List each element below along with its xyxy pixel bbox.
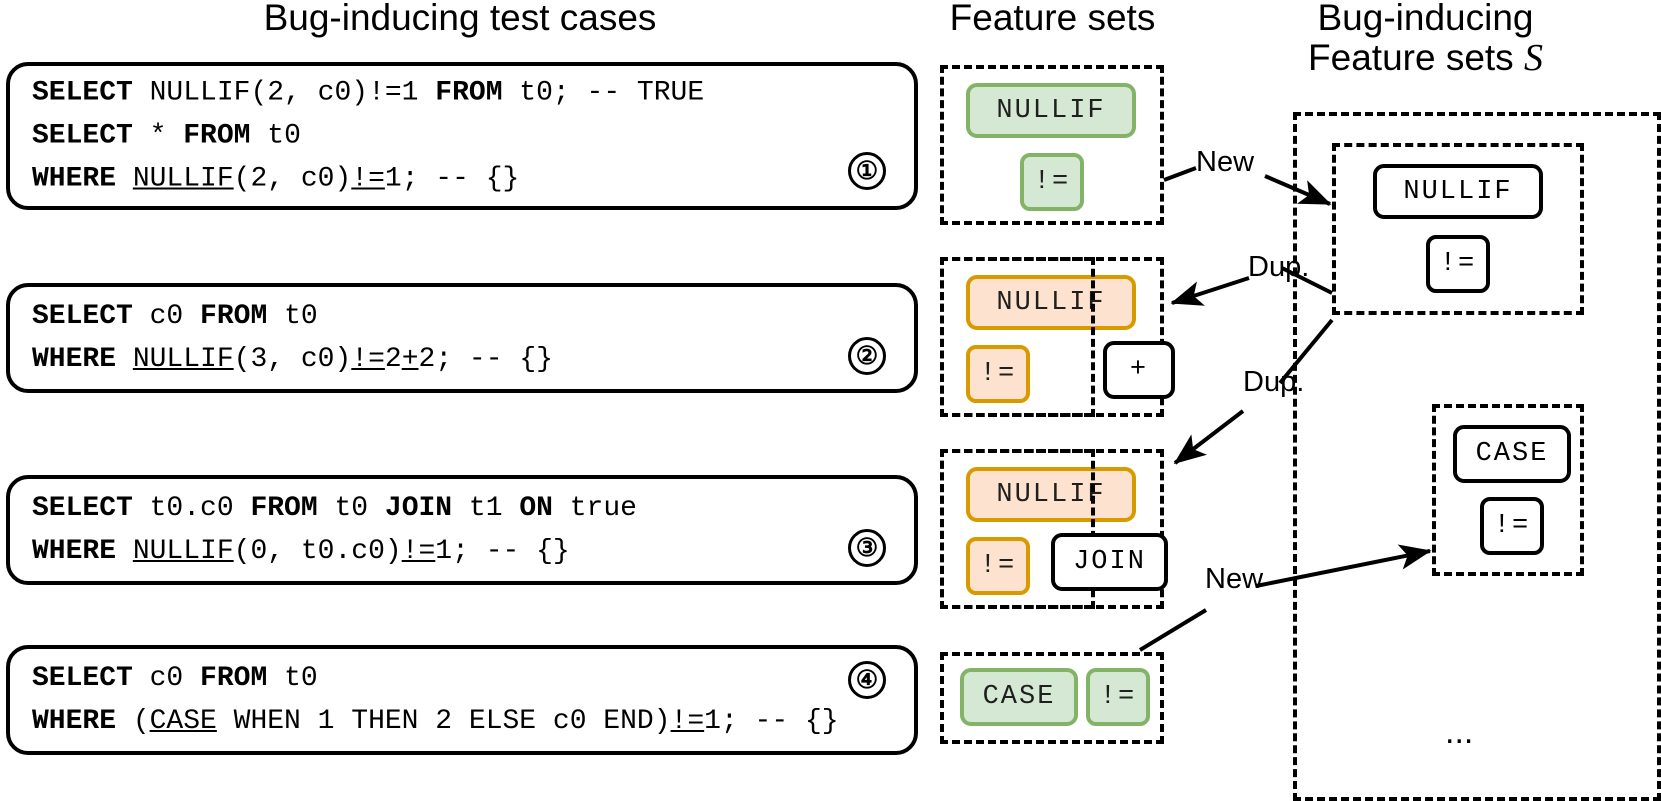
arrow-label-new-2: New (1205, 563, 1264, 595)
feature-chip-nullif[interactable]: NULLIF (966, 275, 1136, 330)
script-s-symbol: S (1523, 37, 1543, 79)
arrow-label-dup-2: Dup. (1243, 366, 1305, 398)
bug-inducing-chip-nullif[interactable]: NULLIF (1373, 164, 1543, 219)
test-case-code-3: SELECT t0.c0 FROM t0 JOIN t1 ON true WHE… (32, 493, 637, 567)
column-title-test-cases: Bug-inducing test cases (263, 0, 657, 38)
arrow-label-new-1: New (1196, 146, 1255, 178)
feature-chip-neq[interactable]: != (1020, 153, 1084, 211)
feature-set-group-2[interactable]: NULLIF != (940, 257, 1164, 417)
arrow-dup-2 (1173, 318, 1334, 465)
arrow-new-2 (1138, 544, 1432, 652)
feature-set-subgroup-2 (940, 257, 1095, 417)
bug-inducing-title-text: Bug-inducing Feature sets (1308, 0, 1534, 78)
feature-chip-nullif[interactable]: NULLIF (966, 83, 1136, 138)
feature-chip-neq[interactable]: != (1086, 668, 1150, 726)
test-case-code-2: SELECT c0 FROM t0 WHERE NULLIF(3, c0)!=2… (32, 301, 553, 375)
bug-inducing-feature-sets-container (1293, 112, 1661, 801)
feature-set-subgroup-3 (940, 449, 1095, 609)
feature-chip-case[interactable]: CASE (960, 668, 1078, 726)
feature-chip-join[interactable]: JOIN (1051, 533, 1168, 591)
test-case-card-3[interactable]: SELECT t0.c0 FROM t0 JOIN t1 ON true WHE… (6, 475, 918, 585)
feature-chip-neq[interactable]: != (966, 537, 1030, 595)
test-case-number-3: ③ (848, 529, 886, 567)
feature-set-group-4[interactable]: CASE != (940, 652, 1164, 744)
bug-inducing-chip-neq[interactable]: != (1480, 497, 1544, 555)
test-case-code-4: SELECT c0 FROM t0 WHERE (CASE WHEN 1 THE… (32, 663, 839, 737)
bug-inducing-chip-case[interactable]: CASE (1453, 425, 1571, 483)
test-case-number-2: ② (848, 337, 886, 375)
column-title-bug-inducing-feature-sets: Bug-inducing Feature sets S (1190, 0, 1661, 78)
test-case-card-1[interactable]: SELECT NULLIF(2, c0)!=1 FROM t0; -- TRUE… (6, 62, 918, 210)
test-case-card-2[interactable]: SELECT c0 FROM t0 WHERE NULLIF(3, c0)!=2… (6, 283, 918, 393)
test-case-number-1: ① (848, 152, 886, 190)
bug-inducing-set-1[interactable]: NULLIF != (1332, 143, 1584, 315)
arrow-new-1 (1163, 166, 1332, 206)
ellipsis-more-sets: ... (1445, 713, 1474, 751)
test-case-card-4[interactable]: SELECT c0 FROM t0 WHERE (CASE WHEN 1 THE… (6, 645, 918, 755)
feature-chip-neq[interactable]: != (966, 345, 1030, 403)
test-case-number-4: ④ (848, 661, 886, 699)
test-case-code-1: SELECT NULLIF(2, c0)!=1 FROM t0; -- TRUE… (32, 77, 705, 195)
feature-set-group-1[interactable]: NULLIF != (940, 65, 1164, 225)
arrow-dup-1 (1170, 266, 1333, 306)
bug-inducing-chip-neq[interactable]: != (1426, 235, 1490, 293)
column-title-feature-sets: Feature sets (949, 0, 1156, 38)
arrow-label-dup-1: Dup. (1248, 251, 1310, 283)
bug-inducing-set-2[interactable]: CASE != (1432, 404, 1584, 576)
feature-chip-plus[interactable]: + (1103, 341, 1175, 399)
feature-chip-nullif[interactable]: NULLIF (966, 467, 1136, 522)
